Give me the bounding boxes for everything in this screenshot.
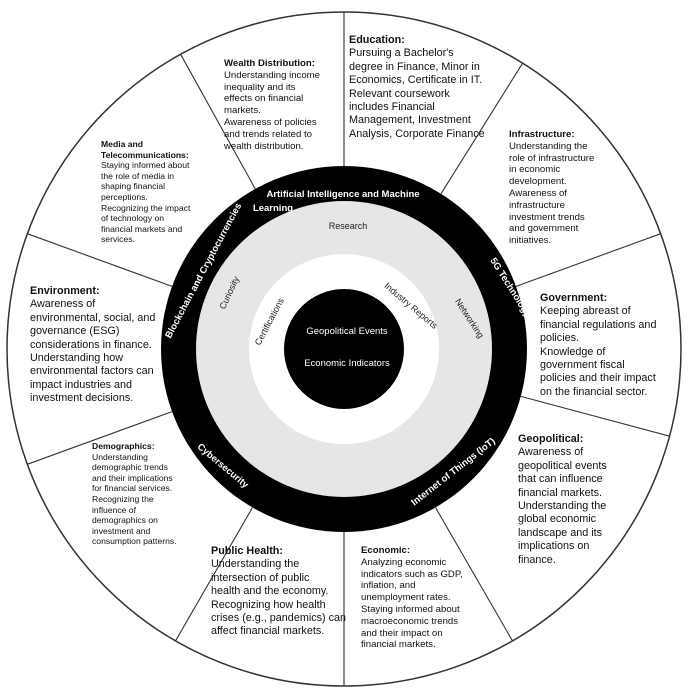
segment-title: Wealth Distribution: [224,58,315,69]
segment-dividers [27,12,670,686]
segment-title: Demographics: [92,441,155,451]
segment-government: Government: Keeping abreast of financial… [540,292,680,399]
segment-body: Understanding demographic trends and the… [92,451,177,547]
segment-title: Economic: [361,545,411,556]
segment-title: Environment: [30,285,100,297]
segment-title: Infrastructure: [509,129,575,140]
segment-geopolitical: Geopolitical: Awareness of geopolitical … [518,433,638,567]
segment-body: Pursuing a Bachelor's degree in Finance,… [349,47,485,140]
segment-education: Education: Pursuing a Bachelor's degree … [349,34,514,141]
segment-body: Keeping abreast of financial regulations… [540,305,657,398]
segment-divider-line [440,62,524,195]
segment-divider-line [27,233,173,287]
inner-label-research: Research [329,221,368,231]
segment-body: Understanding the intersection of public… [211,558,347,638]
segment-economic: Economic: Analyzing economic indicators … [361,545,486,651]
segment-divider-line [180,54,256,190]
segment-title: Government: [540,292,608,304]
segment-divider-line [435,507,513,642]
core-circle [284,289,404,409]
segment-divider-line [27,411,173,465]
segment-body: Analyzing economic indicators such as GD… [361,556,463,651]
segment-media-telecommunications: Media and Telecommunications: Staying in… [101,139,206,245]
segment-wealth-distribution: Wealth Distribution: Understanding incom… [224,58,342,152]
segment-divider-line [515,233,661,287]
core-label-geopolitical-events: Geopolitical Events [306,326,388,337]
segment-demographics: Demographics: Understanding demographic … [92,441,202,547]
ring-label-ai-2: Learning [253,203,293,214]
segment-divider-line [175,507,253,642]
segment-title: Geopolitical: [518,433,584,445]
ring-label-ai: Artificial Intelligence and Machine [266,189,419,200]
core-label-economic-indicators: Economic Indicators [304,358,390,369]
segment-public-health: Public Health: Understanding the interse… [211,545,351,639]
segment-title: Media and Telecommunications: [101,139,189,160]
segment-body: Understanding the role of infrastructure… [509,140,595,247]
segment-title: Education: [349,34,405,46]
segment-body: Awareness of environmental, social, and … [30,298,156,405]
segment-title: Public Health: [211,545,283,557]
segment-environment: Environment: Awareness of environmental,… [30,285,170,406]
segment-body: Staying informed about the role of media… [101,160,191,245]
segment-infrastructure: Infrastructure: Understanding the role o… [509,129,609,247]
segment-body: Awareness of geopolitical events that ca… [518,446,607,566]
segment-body: Understanding income inequality and its … [224,69,320,152]
segment-divider-line [520,395,670,437]
